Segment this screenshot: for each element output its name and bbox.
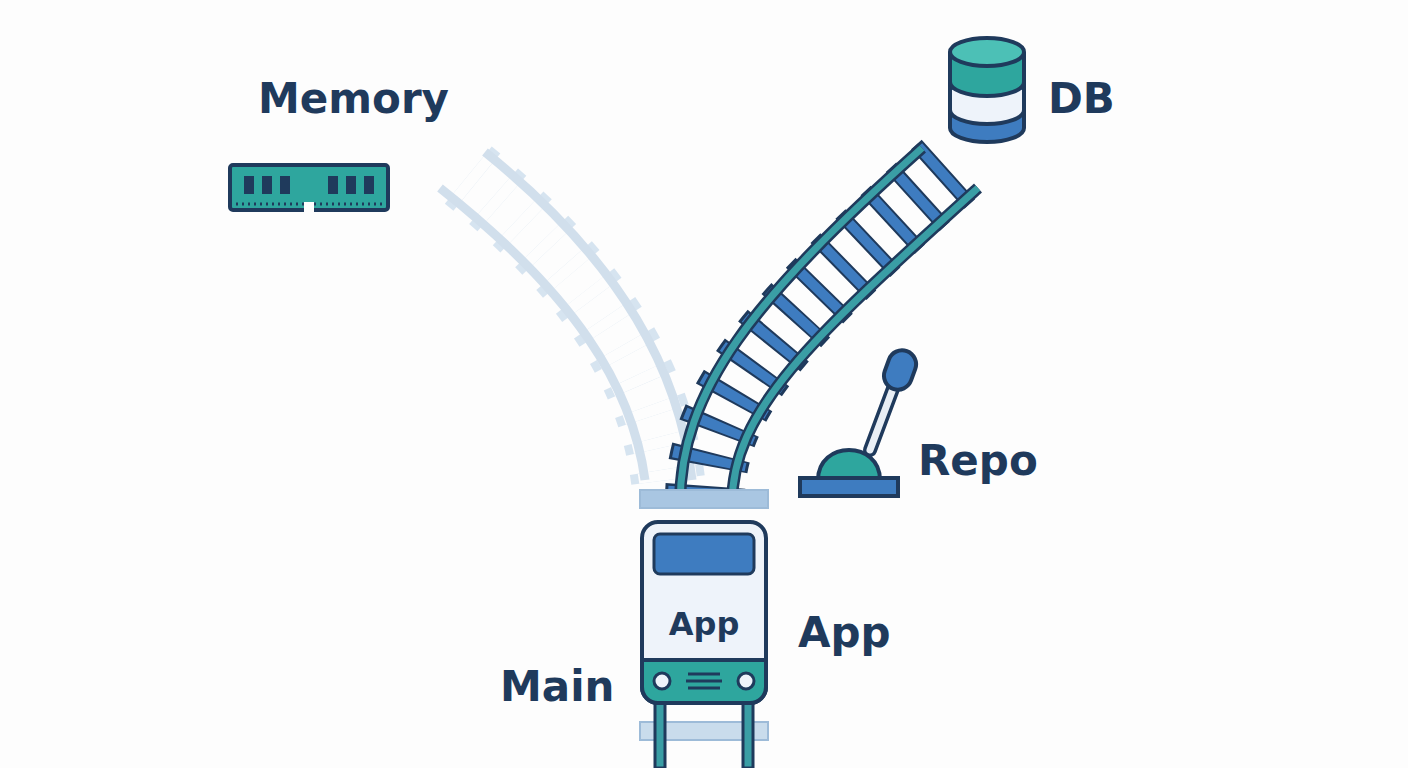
faded-track [440,152,692,480]
switch-lever [800,346,920,496]
text-label: Repo [918,440,1038,482]
memory-icon [230,165,388,212]
train-node: App [640,520,768,705]
main-track [640,490,768,768]
text-label: DB [1048,78,1115,120]
text-label: Memory [258,78,449,120]
text-label: Main [500,666,614,708]
text-label: App [798,612,891,654]
database-icon [950,38,1024,142]
node-label: App [640,608,768,640]
